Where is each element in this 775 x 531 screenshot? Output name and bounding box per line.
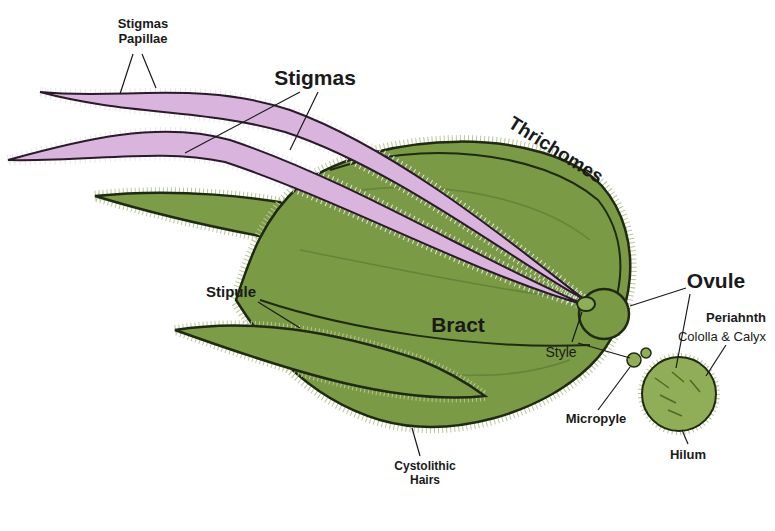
stipule-shape [175, 325, 485, 397]
part-label: Stigmas [274, 66, 356, 90]
bract-fold [330, 153, 620, 330]
part-label: Stipule [206, 283, 256, 300]
part-label: Hilum [670, 448, 706, 463]
style-shape [577, 297, 595, 311]
stigma-shape [8, 132, 585, 305]
part-label: Periahnth [706, 311, 766, 326]
part-label: Cystolithic Hairs [385, 460, 465, 488]
seed-shape [642, 357, 716, 431]
part-label: Stigmas Papillae [103, 17, 183, 47]
stigma-papillae [8, 132, 585, 305]
part-label: Style [545, 344, 576, 360]
micropyle-shape [641, 348, 651, 358]
leader-lines [120, 54, 726, 456]
part-label: Micropyle [566, 412, 627, 427]
part-label: Ovule [687, 269, 745, 293]
part-label: Cololla & Calyx [678, 330, 766, 345]
part-label: Bract [431, 313, 485, 337]
micropyle-shape [627, 353, 641, 367]
seed-stripe [655, 372, 700, 416]
trichome-fuzz [175, 325, 485, 397]
trichome-fuzz [642, 357, 716, 431]
